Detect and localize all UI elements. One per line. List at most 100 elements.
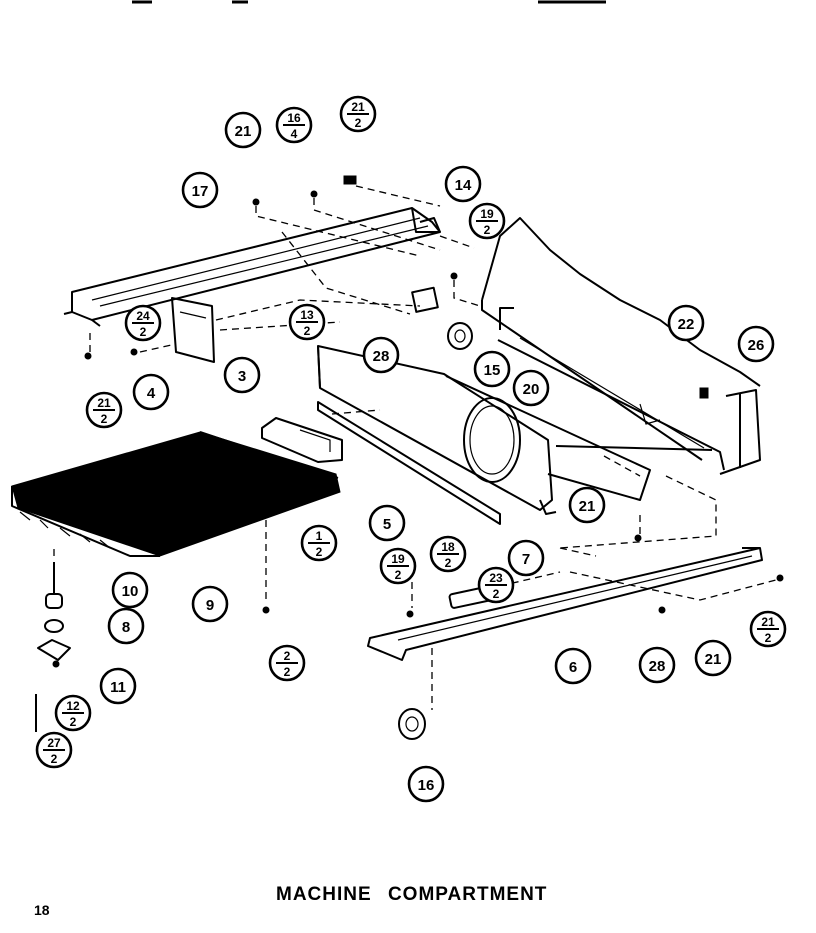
callout-part-number: 8 — [122, 619, 130, 636]
overload-part — [447, 322, 473, 350]
callout: 28 — [362, 336, 400, 374]
callout-circle — [99, 667, 137, 705]
callout-circle — [554, 647, 592, 685]
callout-quantity: 4 — [291, 127, 298, 141]
page-number: 18 — [34, 902, 50, 918]
callout-part-number: 21 — [579, 498, 596, 515]
callout-part-number: 19 — [480, 207, 494, 221]
callout-part-number: 28 — [649, 658, 666, 675]
callout-part-number: 16 — [418, 777, 435, 794]
callout-part-number: 21 — [761, 615, 775, 629]
callout: 3 — [223, 356, 261, 394]
callout-part-number: 21 — [351, 100, 365, 114]
callout-part-number: 1 — [316, 529, 323, 543]
callout-part-number: 11 — [110, 679, 126, 696]
callout: 21 — [224, 111, 262, 149]
callout-part-number: 24 — [136, 309, 150, 323]
callout-circle — [362, 336, 400, 374]
callout: 132 — [288, 303, 326, 341]
callout-quantity: 2 — [140, 325, 147, 339]
bottom-rail-part — [367, 547, 763, 661]
callout: 212 — [85, 391, 123, 429]
callout: 192 — [379, 547, 417, 585]
callout-part-number: 3 — [238, 368, 246, 385]
callout: 20 — [512, 369, 550, 407]
callout-quantity: 2 — [70, 715, 77, 729]
callout-part-number: 6 — [569, 659, 577, 676]
callout: 28 — [638, 646, 676, 684]
callout: 12 — [300, 524, 338, 562]
callout-quantity: 2 — [765, 631, 772, 645]
callout-part-number: 21 — [235, 123, 252, 140]
callout-part-number: 19 — [391, 552, 405, 566]
callout: 10 — [111, 571, 149, 609]
callout: 164 — [275, 106, 313, 144]
callout-part-number: 10 — [122, 583, 139, 600]
small-bracket-part — [171, 297, 215, 363]
base-pan-part — [317, 345, 713, 525]
callout-part-number: 18 — [441, 540, 455, 554]
callout-quantity: 2 — [284, 665, 291, 679]
callout-part-number: 7 — [522, 551, 530, 568]
callout: 22 — [268, 644, 306, 682]
callout: 5 — [368, 504, 406, 542]
bracket-plate-part — [261, 417, 343, 463]
callout-quantity: 2 — [316, 545, 323, 559]
callout-part-number: 15 — [484, 362, 501, 379]
callout-quantity: 2 — [484, 223, 491, 237]
callout-circle — [132, 373, 170, 411]
callout-part-number: 12 — [66, 699, 80, 713]
callout: 4 — [132, 373, 170, 411]
callout: 8 — [107, 607, 145, 645]
fan-shroud-part — [481, 217, 761, 475]
callout: 7 — [507, 539, 545, 577]
callout-layer: 21 164 212 17 14 192 242 132 22 26 28 15… — [35, 95, 787, 803]
callout-circle — [368, 504, 406, 542]
callout: 212 — [749, 610, 787, 648]
callout-quantity: 2 — [445, 556, 452, 570]
callout-circle — [568, 486, 606, 524]
callout: 26 — [737, 325, 775, 363]
callout: 15 — [473, 350, 511, 388]
callout-part-number: 16 — [287, 111, 301, 125]
callout-circle — [107, 607, 145, 645]
callout-part-number: 27 — [47, 736, 61, 750]
callout-part-number: 2 — [284, 649, 291, 663]
callout-circle — [512, 369, 550, 407]
callout-part-number: 26 — [748, 337, 765, 354]
callout-part-number: 22 — [678, 316, 695, 333]
callout: 272 — [35, 731, 73, 769]
callout-circle — [473, 350, 511, 388]
callout: 21 — [568, 486, 606, 524]
callout-part-number: 21 — [97, 396, 111, 410]
leg-hardware-part — [35, 562, 71, 732]
callout-quantity: 2 — [493, 587, 500, 601]
callout-part-number: 13 — [300, 308, 314, 322]
callout: 212 — [339, 95, 377, 133]
callout-circle — [191, 585, 229, 623]
callout: 16 — [407, 765, 445, 803]
screws — [52, 175, 784, 668]
callout-quantity: 2 — [304, 324, 311, 338]
callout-circle — [667, 304, 705, 342]
callout: 17 — [181, 171, 219, 209]
callout-part-number: 9 — [206, 597, 214, 614]
callout: 9 — [191, 585, 229, 623]
relay-part — [411, 286, 439, 313]
callout-circle — [181, 171, 219, 209]
callout-circle — [638, 646, 676, 684]
callout: 232 — [477, 566, 515, 604]
callout-circle — [694, 639, 732, 677]
top-rail-part — [63, 207, 441, 327]
callout-part-number: 28 — [373, 348, 390, 365]
callout-circle — [507, 539, 545, 577]
callout-quantity: 2 — [395, 568, 402, 582]
callout: 11 — [99, 667, 137, 705]
condenser-coil-part — [11, 431, 341, 557]
callout: 14 — [444, 165, 482, 203]
callout-part-number: 23 — [489, 571, 503, 585]
callout: 122 — [54, 694, 92, 732]
callout: 22 — [667, 304, 705, 342]
callout-circle — [444, 165, 482, 203]
